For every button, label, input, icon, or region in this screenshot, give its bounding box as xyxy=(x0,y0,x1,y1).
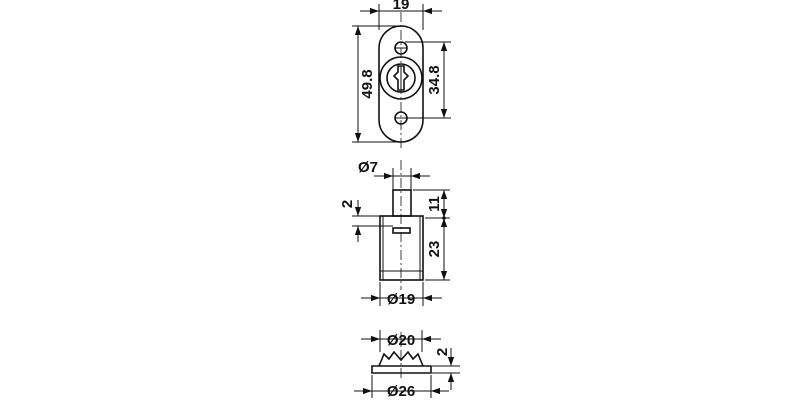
hole-spacing-label: 34.8 xyxy=(426,65,443,94)
body-length-label: 23 xyxy=(426,241,443,258)
pin-diameter-label: Ø7 xyxy=(358,159,378,176)
front-view: 19 49.8 34.8 xyxy=(352,0,451,150)
rosette-view: Ø20 2 Ø26 xyxy=(354,330,460,400)
pin-length-label: 11 xyxy=(426,196,443,212)
keyhole-icon xyxy=(392,65,410,91)
pin-body xyxy=(392,189,412,217)
body-diameter-label: Ø19 xyxy=(387,291,415,308)
lock-body xyxy=(379,215,424,281)
rosette-plate xyxy=(371,365,432,374)
lock-cylinder-outer xyxy=(379,56,423,100)
width-label: 19 xyxy=(393,0,410,13)
body-slot xyxy=(392,227,411,234)
thickness-label: 2 xyxy=(434,348,451,356)
outer-diameter-label: Ø26 xyxy=(387,383,415,400)
inner-diameter-label: Ø20 xyxy=(387,332,415,349)
height-label: 49.8 xyxy=(359,69,376,98)
side-view: Ø7 2 11 23 Ø19 xyxy=(339,159,450,308)
offset-label: 2 xyxy=(339,200,356,208)
lock-cylinder-inner xyxy=(386,63,416,93)
rosette-ring xyxy=(378,350,424,367)
